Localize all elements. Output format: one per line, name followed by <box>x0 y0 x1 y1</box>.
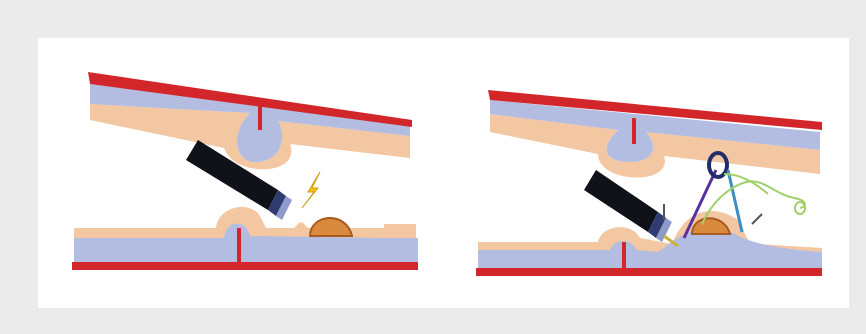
left-upper-wall <box>88 72 412 169</box>
diagram-canvas <box>38 38 849 308</box>
left-mucosa-ridge <box>384 224 416 238</box>
left-lesion <box>310 218 352 236</box>
right-pointer-right <box>752 214 762 224</box>
figure-panel <box>38 38 849 308</box>
left-panel <box>72 72 418 270</box>
right-upper-wall <box>488 90 822 178</box>
left-lower-serosa <box>72 262 418 270</box>
right-panel <box>476 90 822 276</box>
right-lower-serosa <box>476 268 822 276</box>
right-scope-body <box>584 170 658 232</box>
left-lightning-bolt-icon <box>302 172 320 208</box>
left-lower-wall <box>72 207 418 270</box>
